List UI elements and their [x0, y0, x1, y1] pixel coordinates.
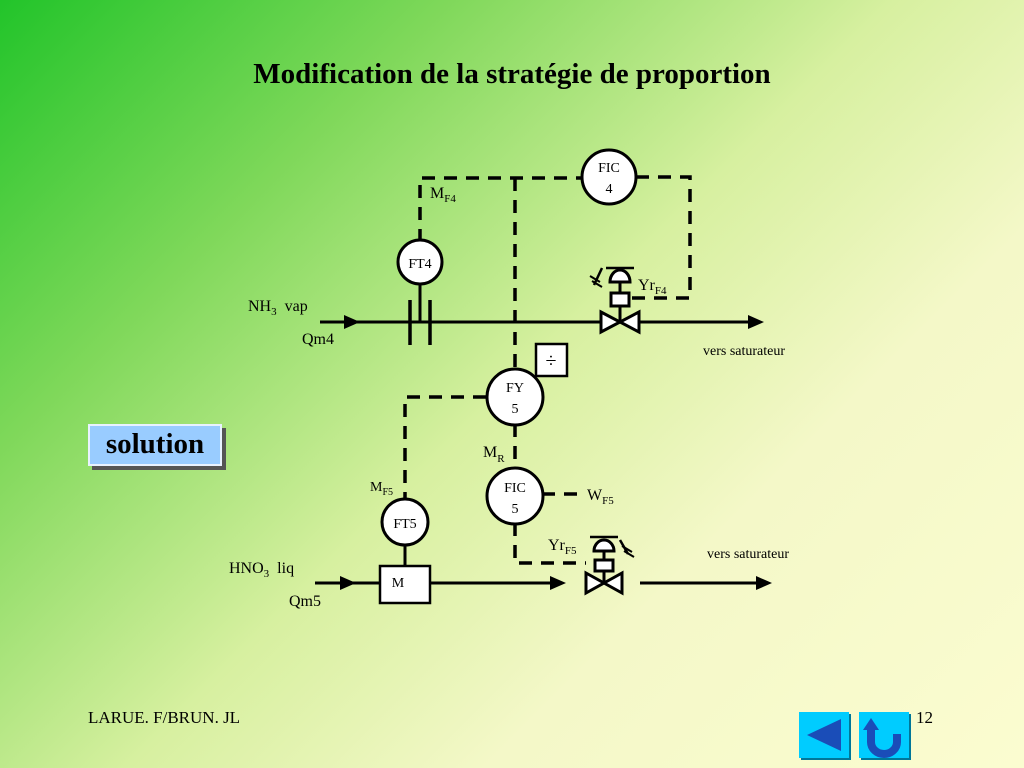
- page-number: 12: [916, 708, 933, 727]
- nh3-inlet-arrow: [344, 315, 360, 329]
- mf5-label: MF5: [370, 480, 393, 498]
- fic4-label-1: FIC: [598, 161, 620, 176]
- nh3-dest-label: vers saturateur: [703, 344, 785, 359]
- hno3-mid-arrow: [550, 576, 566, 590]
- fic5-bubble: [485, 466, 545, 526]
- fy5-label-1: FY: [506, 381, 524, 396]
- footer-author: LARUE. F/BRUN. JL: [88, 708, 241, 727]
- hno3-outlet-arrow: [756, 576, 772, 590]
- ft4-label: FT4: [408, 257, 431, 272]
- return-button[interactable]: [859, 712, 909, 758]
- hno3-inlet-arrow: [340, 576, 356, 590]
- orifice-plate: [408, 300, 432, 345]
- nh3-flow-label: Qm4: [302, 331, 334, 348]
- fic5-label-1: FIC: [504, 481, 526, 496]
- slide-title: Modification de la stratégie de proporti…: [253, 58, 771, 90]
- hno3-dest-label: vers saturateur: [707, 547, 789, 562]
- back-button[interactable]: [799, 712, 849, 758]
- fy5-label-2: 5: [512, 402, 519, 417]
- ft4-bubble: [396, 238, 444, 286]
- fic4-label-2: 4: [606, 182, 613, 197]
- wf5-label: WF5: [587, 487, 614, 507]
- ft5-label: FT5: [393, 517, 416, 532]
- solution-button[interactable]: solution: [88, 424, 222, 466]
- control-valve-5: [584, 535, 635, 596]
- mf4-label: MF4: [430, 185, 456, 205]
- yrf4-label: YrF4: [638, 277, 667, 297]
- signal-ft5-to-fy5: [403, 395, 488, 505]
- divide-box: [534, 342, 569, 378]
- yrf5-label: YrF5: [548, 537, 577, 557]
- mr-label: MR: [483, 444, 505, 465]
- signal-lines: [403, 175, 692, 565]
- hno3-flow-label: Qm5: [289, 593, 321, 610]
- arrowheads: [340, 315, 772, 590]
- meter-box: [378, 564, 432, 605]
- process-lines: [315, 282, 758, 585]
- nh3-outlet-arrow: [748, 315, 764, 329]
- meter-label: M: [392, 576, 405, 591]
- divide-symbol: ÷: [546, 350, 557, 372]
- control-valve-4: [589, 266, 641, 335]
- fy5-bubble: [485, 367, 545, 427]
- signal-ft4-to-fic4: [418, 176, 582, 242]
- triangle-left-icon: [807, 719, 841, 751]
- u-turn-icon: [863, 718, 901, 758]
- fic4-bubble: [580, 148, 638, 206]
- fic5-label-2: 5: [512, 502, 519, 517]
- signal-fic4-to-valve4: [630, 175, 692, 300]
- ft5-bubble: [380, 497, 430, 547]
